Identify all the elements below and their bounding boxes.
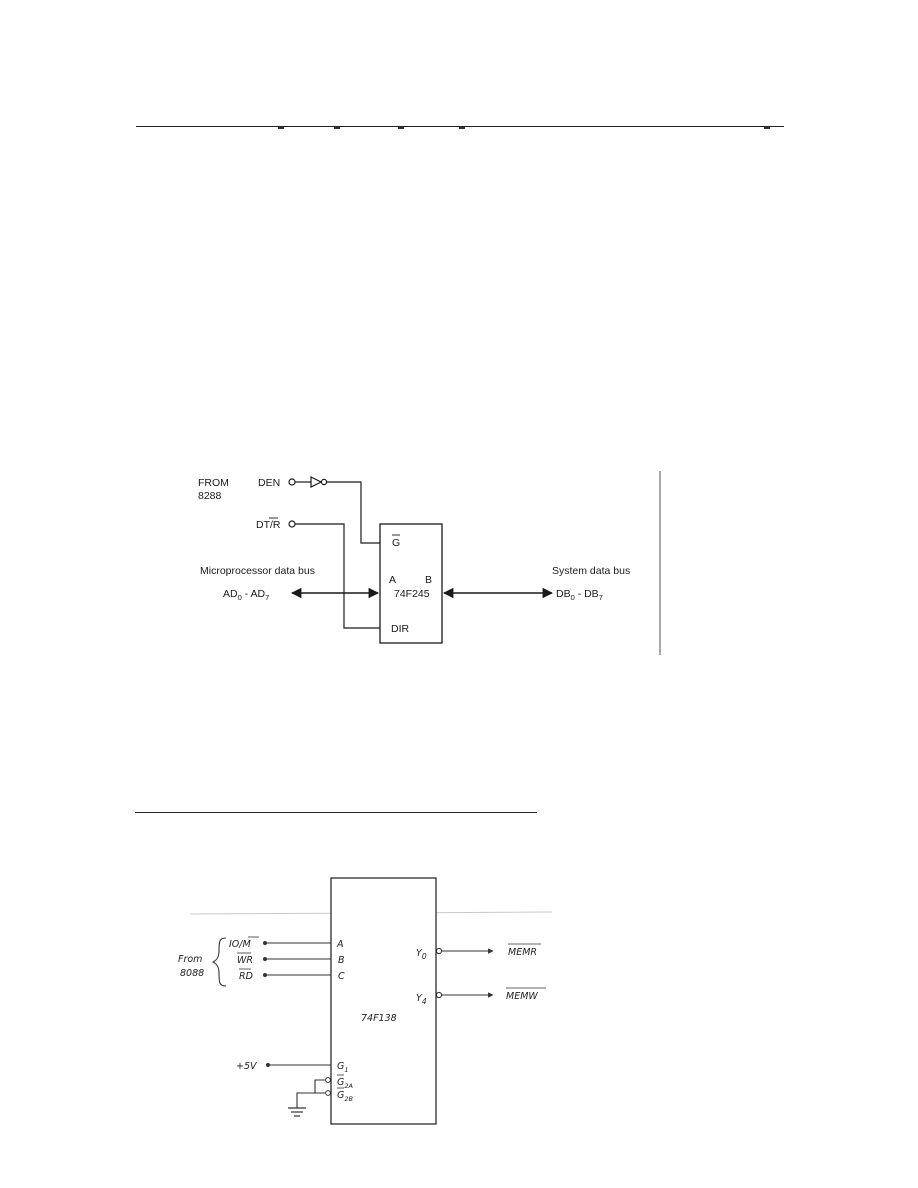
g-enable-wire bbox=[327, 481, 380, 544]
y4-bubble bbox=[435, 991, 443, 999]
memr-label: MEMR bbox=[508, 947, 537, 958]
y0-label: Y0 bbox=[416, 948, 427, 961]
rule-tick bbox=[398, 127, 404, 129]
chip-name: 74F245 bbox=[394, 588, 430, 600]
transceiver-diagram: FROM 8288 DEN DT/R G A B 74F245 DIR Micr… bbox=[198, 471, 661, 655]
db-bus-label: DB0 - DB7 bbox=[556, 588, 603, 602]
y0-bubble bbox=[435, 947, 443, 955]
ad-bus-label: AD0 - AD7 bbox=[223, 588, 269, 602]
b-pin-label: B bbox=[425, 574, 432, 586]
pin-b-label: B bbox=[338, 955, 345, 966]
a-pin-label: A bbox=[389, 574, 396, 586]
den-terminal bbox=[288, 478, 296, 486]
rule-tick bbox=[459, 127, 465, 129]
from-label: FROM bbox=[198, 477, 229, 489]
dir-pin-label: DIR bbox=[391, 623, 410, 635]
g2a-label: G2A bbox=[337, 1077, 353, 1090]
decoder-diagram: From 8088 IO/M A WR B RD C Y0 MEMR Y4 ME… bbox=[178, 877, 553, 1125]
microprocessor-bus-label: Microprocessor data bus bbox=[200, 565, 315, 577]
rule-tick bbox=[278, 127, 284, 129]
rule-tick bbox=[334, 127, 340, 129]
section-rule bbox=[135, 812, 537, 813]
chip-name: 74F138 bbox=[361, 1013, 397, 1024]
dtr-label: DT/R bbox=[256, 519, 281, 531]
rule-tick bbox=[764, 127, 770, 129]
inverter-bubble bbox=[320, 478, 328, 486]
g2a-bubble bbox=[325, 1077, 331, 1083]
g-pin-label: G bbox=[392, 537, 400, 549]
chip-74f138 bbox=[330, 877, 437, 1125]
vcc-label: +5V bbox=[236, 1061, 258, 1072]
dir-wire bbox=[295, 523, 380, 629]
inverter-buffer bbox=[310, 476, 323, 488]
memw-label: MEMW bbox=[506, 991, 538, 1002]
pin-c-label: C bbox=[338, 971, 345, 982]
top-rule bbox=[136, 126, 784, 127]
g2b-label: G2B bbox=[337, 1090, 354, 1103]
ground-wire bbox=[296, 1092, 315, 1108]
from-8088-label: 8088 bbox=[180, 968, 204, 979]
g2-tie-wire bbox=[314, 1079, 325, 1094]
y4-label: Y4 bbox=[416, 993, 427, 1006]
g1-label: G1 bbox=[337, 1061, 349, 1074]
from-8288-label: 8288 bbox=[198, 490, 222, 502]
input-wr-label: WR bbox=[237, 955, 253, 966]
chip-74f245 bbox=[379, 523, 443, 644]
from-label: From bbox=[178, 954, 202, 965]
input-rd-label: RD bbox=[239, 971, 253, 982]
system-bus-label: System data bus bbox=[552, 565, 630, 577]
input-brace bbox=[211, 937, 227, 987]
g2b-bubble bbox=[325, 1090, 331, 1096]
input-iom-label: IO/M bbox=[229, 939, 251, 950]
pin-a-label: A bbox=[336, 939, 344, 950]
ground-symbol bbox=[288, 1107, 306, 1117]
dtr-terminal bbox=[288, 520, 296, 528]
den-label: DEN bbox=[258, 477, 280, 489]
